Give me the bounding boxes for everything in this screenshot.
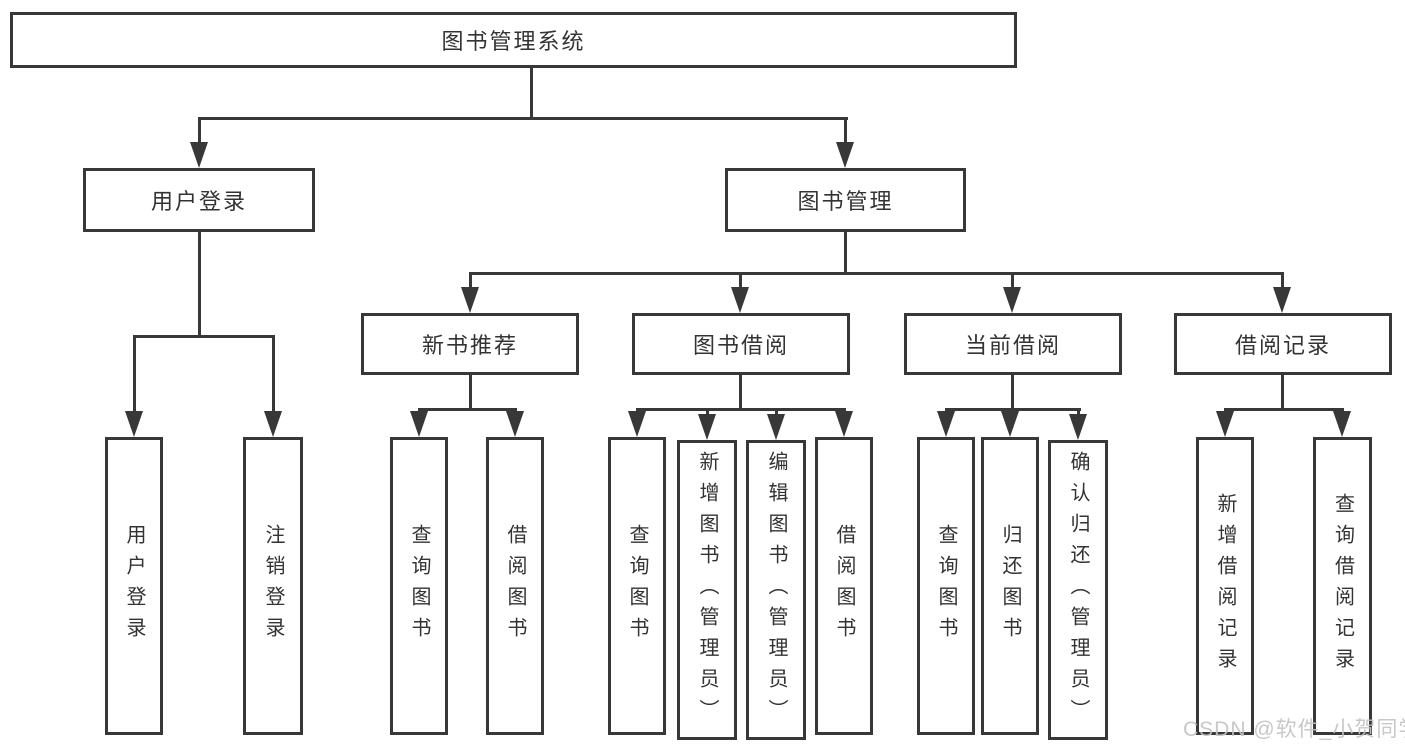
arrow-down-icon: [1333, 411, 1351, 437]
node-root: 图书管理系统: [10, 12, 1017, 68]
arrow-down-icon: [1001, 411, 1019, 437]
leaf-query-books-borrow: 查询图书: [608, 437, 666, 735]
node-root-label: 图书管理系统: [441, 29, 586, 54]
connector-line: [469, 275, 472, 287]
leaf-borrow-books-recommend-label: 借阅图书: [504, 524, 526, 648]
arrow-down-icon: [506, 411, 524, 437]
leaf-user-login: 用户登录: [105, 437, 163, 735]
node-book-borrow: 图书借阅: [632, 313, 850, 375]
arrow-down-icon: [698, 414, 716, 440]
arrow-down-icon: [461, 287, 479, 313]
arrow-down-icon: [264, 411, 282, 437]
leaf-query-borrow-record: 查询借阅记录: [1313, 437, 1372, 735]
connector-line: [1224, 408, 1344, 411]
connector-line: [844, 120, 847, 142]
leaf-add-borrow-record-label: 新增借阅记录: [1214, 493, 1236, 679]
arrow-down-icon: [410, 411, 428, 437]
leaf-confirm-return-admin: 确认归还（管理员）: [1048, 440, 1108, 740]
leaf-edit-books-admin-label: 编辑图书（管理员）: [765, 450, 787, 730]
csdn-watermark: CSDN @软件_小贺同学: [1183, 718, 1405, 741]
leaf-return-books-label: 归还图书: [999, 524, 1021, 648]
arrow-down-icon: [125, 411, 143, 437]
connector-line: [418, 408, 517, 411]
leaf-add-borrow-record: 新增借阅记录: [1196, 437, 1254, 735]
connector-line: [844, 232, 847, 275]
node-current-borrow: 当前借阅: [904, 313, 1122, 375]
leaf-return-books: 归还图书: [981, 437, 1039, 735]
connector-line: [1281, 275, 1284, 287]
leaf-query-borrow-record-label: 查询借阅记录: [1331, 493, 1354, 679]
node-book-management-label: 图书管理: [797, 189, 894, 214]
leaf-borrow-books-label: 借阅图书: [833, 524, 855, 648]
leaf-query-books-recommend: 查询图书: [390, 437, 448, 735]
arrow-down-icon: [1273, 287, 1291, 313]
connector-line: [530, 68, 533, 120]
connector-line: [1077, 408, 1080, 416]
arrow-down-icon: [767, 414, 785, 440]
node-current-borrow-label: 当前借阅: [964, 333, 1061, 358]
leaf-confirm-return-admin-label: 确认归还（管理员）: [1067, 450, 1089, 730]
connector-line: [133, 335, 275, 338]
arrow-down-icon: [731, 287, 749, 313]
connector-line: [469, 375, 472, 411]
connector-line: [739, 275, 742, 287]
node-user-login: 用户登录: [83, 168, 315, 232]
arrow-down-icon: [1216, 411, 1234, 437]
leaf-user-login-label: 用户登录: [123, 524, 145, 648]
leaf-query-books-borrow-label: 查询图书: [626, 524, 648, 648]
connector-line: [1281, 375, 1284, 411]
arrow-down-icon: [1003, 287, 1021, 313]
node-new-book-recommend-label: 新书推荐: [421, 333, 518, 358]
connector-line: [775, 408, 778, 416]
node-book-management: 图书管理: [725, 168, 966, 232]
leaf-edit-books-admin: 编辑图书（管理员）: [746, 440, 806, 740]
connector-line: [133, 338, 136, 411]
connector-line: [272, 338, 275, 411]
leaf-logout: 注销登录: [243, 437, 303, 735]
leaf-add-books-admin: 新增图书（管理员）: [677, 440, 737, 740]
arrow-down-icon: [836, 142, 854, 168]
node-book-borrow-label: 图书借阅: [692, 333, 789, 358]
connector-line: [1011, 375, 1014, 411]
arrow-down-icon: [628, 411, 646, 437]
arrow-down-icon: [190, 142, 208, 168]
connector-line: [739, 375, 742, 411]
connector-line: [198, 117, 848, 120]
leaf-logout-label: 注销登录: [262, 524, 284, 648]
connector-line: [198, 232, 201, 338]
node-borrow-records-label: 借阅记录: [1234, 333, 1331, 358]
arrow-down-icon: [937, 411, 955, 437]
leaf-add-books-admin-label: 新增图书（管理员）: [696, 450, 718, 730]
connector-line: [706, 408, 709, 416]
connector-line: [945, 408, 1081, 411]
leaf-borrow-books-recommend: 借阅图书: [486, 437, 544, 735]
leaf-query-books-recommend-label: 查询图书: [408, 524, 430, 648]
connector-line: [636, 408, 846, 411]
connector-line: [469, 272, 1284, 275]
node-borrow-records: 借阅记录: [1174, 313, 1392, 375]
node-new-book-recommend: 新书推荐: [361, 313, 579, 375]
node-user-login-label: 用户登录: [150, 189, 247, 214]
connector-line: [198, 120, 201, 142]
connector-line: [1011, 275, 1014, 287]
leaf-borrow-books: 借阅图书: [815, 437, 873, 735]
leaf-query-books-current: 查询图书: [917, 437, 975, 735]
arrow-down-icon: [835, 411, 853, 437]
leaf-query-books-current-label: 查询图书: [935, 524, 957, 648]
arrow-down-icon: [1069, 414, 1087, 440]
